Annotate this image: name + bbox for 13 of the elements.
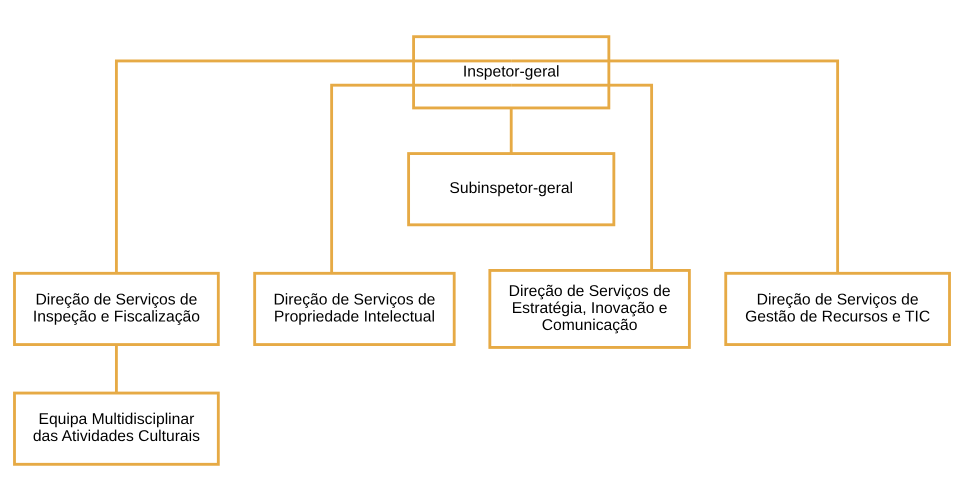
connector [114, 60, 512, 273]
connector [511, 60, 840, 273]
connector [511, 84, 654, 270]
node-box: Direção de Serviços de Propriedade Intelectual [253, 272, 456, 346]
connector [330, 84, 512, 273]
node-box: Equipa Multidisciplinar das Atividades Culturais [13, 392, 220, 466]
connector [114, 344, 118, 393]
node-box: Direção de Serviços de Gestão de Recursos e TIC [724, 272, 951, 346]
node-box: Direção de Serviços de Inspeção e Fiscalização [13, 272, 220, 346]
node-box: Direção de Serviços de Estratégia, Inovação e Comunicação [488, 269, 691, 349]
connector [510, 108, 513, 154]
node-box: Subinspetor-geral [407, 152, 616, 226]
node-box: Inspetor-geral [412, 35, 610, 110]
